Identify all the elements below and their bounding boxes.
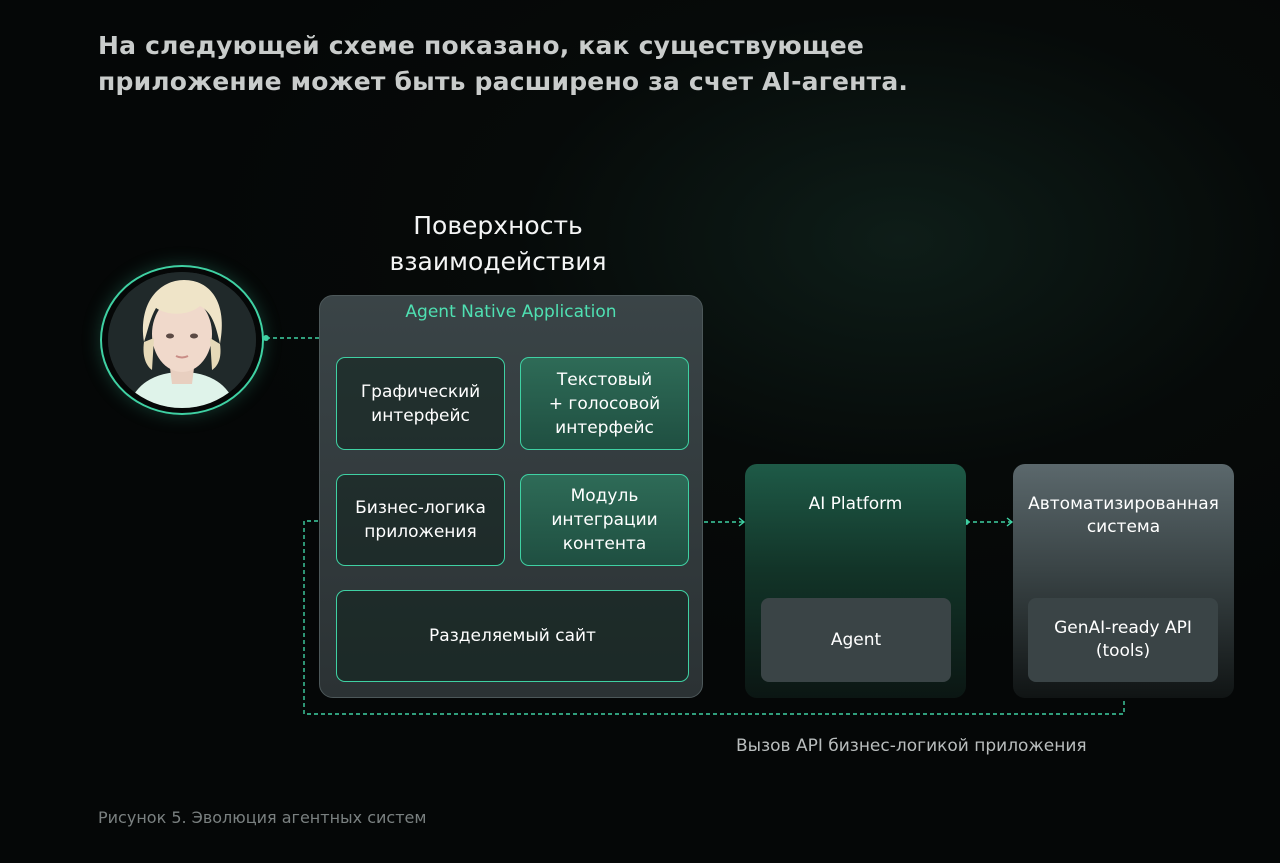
- genai-api-box: GenAI-ready API (tools): [1028, 598, 1218, 682]
- gui-box: Графический интерфейс: [336, 357, 505, 450]
- shared-site-label: Разделяемый сайт: [429, 626, 596, 646]
- business-logic-box: Бизнес-логика приложения: [336, 474, 505, 566]
- user-avatar-ring: [100, 265, 264, 415]
- gui-line-2: интерфейс: [371, 405, 470, 426]
- intro-line-2: приложение может быть расширено за счет …: [98, 67, 909, 96]
- automated-system-title: Автоматизированная система: [1013, 493, 1234, 539]
- user-portrait-icon: [108, 272, 256, 408]
- connector-dot: [263, 335, 269, 341]
- agent-box: Agent: [761, 598, 951, 682]
- automated-system-line-2: система: [1086, 517, 1161, 537]
- surface-title-line-2: взаимодействия: [389, 247, 607, 276]
- arrow-head: [738, 517, 746, 527]
- genai-api-line-2: (tools): [1095, 641, 1151, 661]
- content-integration-box: Модуль интеграции контента: [520, 474, 689, 566]
- integration-line-1: Модуль: [570, 486, 639, 506]
- text-voice-line-3: интерфейс: [555, 417, 654, 438]
- genai-api-line-1: GenAI-ready API: [1054, 618, 1192, 638]
- automated-system-line-1: Автоматизированная: [1028, 494, 1219, 514]
- api-call-connector: [303, 520, 1125, 715]
- panel-title: Agent Native Application: [405, 302, 617, 322]
- interaction-surface-title: Поверхность взаимодействия: [340, 208, 656, 280]
- arrow-head: [1006, 517, 1014, 527]
- intro-text: На следующей схеме показано, как существ…: [98, 28, 998, 100]
- text-voice-line-2: + голосовой: [548, 393, 661, 414]
- api-call-caption: Вызов API бизнес-логикой приложения: [736, 736, 1087, 756]
- agent-label: Agent: [830, 629, 882, 650]
- integration-line-2: интеграции: [551, 510, 658, 530]
- figure-caption: Рисунок 5. Эволюция агентных систем: [98, 808, 427, 827]
- gui-line-1: Графический: [360, 381, 481, 402]
- shared-site-box: Разделяемый сайт: [336, 590, 689, 682]
- intro-line-1: На следующей схеме показано, как существ…: [98, 31, 865, 60]
- business-line-1: Бизнес-логика: [355, 498, 486, 518]
- business-line-2: приложения: [364, 522, 477, 542]
- surface-title-line-1: Поверхность: [413, 211, 583, 240]
- text-voice-interface-box: Текстовый + голосовой интерфейс: [520, 357, 689, 450]
- integration-line-3: контента: [562, 534, 647, 554]
- text-voice-line-1: Текстовый: [556, 369, 653, 390]
- user-avatar: [108, 272, 256, 408]
- ai-platform-title: AI Platform: [808, 494, 903, 514]
